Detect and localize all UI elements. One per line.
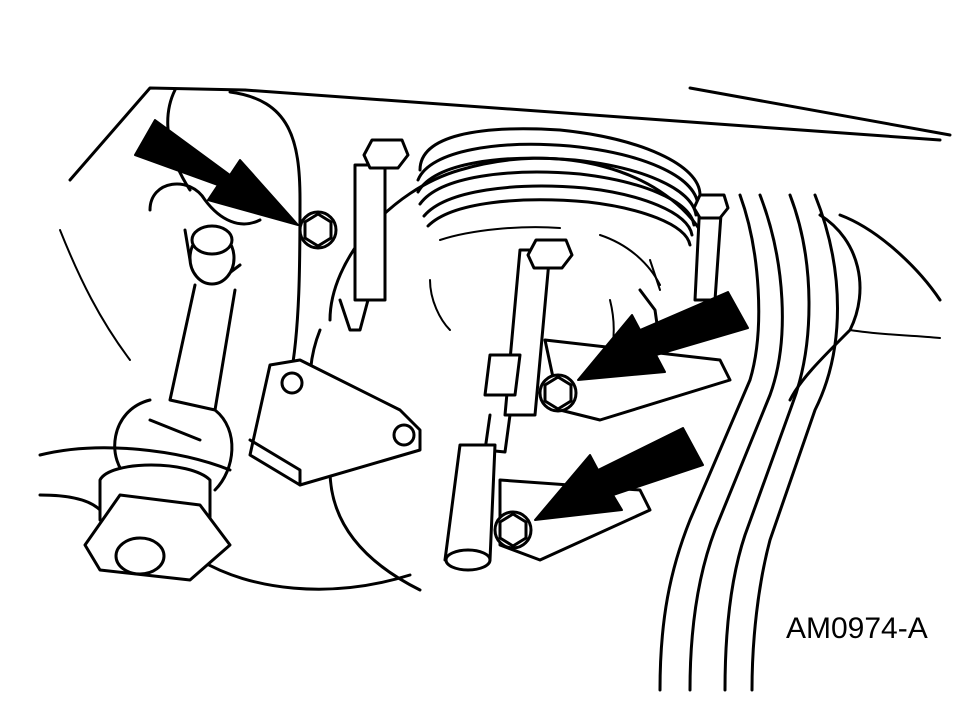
arrow-icon [534,427,704,521]
bolt-lower-right [493,510,533,550]
bolt-upper-left [298,210,338,250]
coolant-pipes [658,193,839,692]
ac-compressor [308,127,702,472]
sway-bar-link [83,182,262,582]
arrow-icon [134,119,299,226]
mounting-bracket [248,358,422,487]
figure-id-label: AM0974-A [786,612,928,645]
mounting-studs [338,138,730,572]
arrow-icon [577,291,749,381]
bolt-middle-right [538,373,578,413]
engine-outline [38,86,952,592]
